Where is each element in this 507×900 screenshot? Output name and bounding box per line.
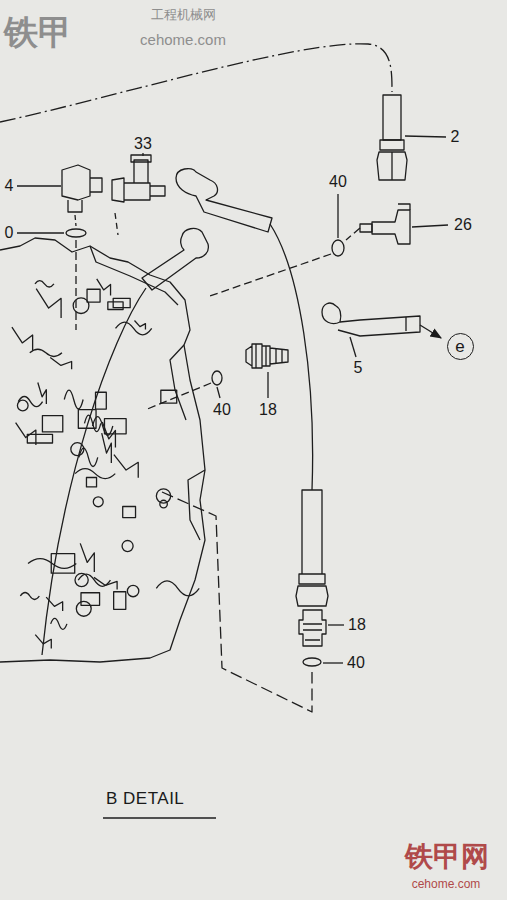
nipple-fitting (246, 344, 288, 368)
callout-number: 18 (259, 402, 277, 418)
hose-elbow (176, 169, 272, 232)
callout-number: 40 (213, 402, 231, 418)
tee-fitting (112, 155, 165, 202)
callout-number: 2 (451, 129, 460, 145)
callout-number: 4 (5, 178, 14, 194)
nipple-fitting (299, 610, 326, 646)
reference-circle: e (447, 333, 474, 360)
detail-title: B DETAIL (106, 790, 184, 807)
hose-elbow (142, 229, 208, 290)
elbow-fitting (372, 210, 410, 244)
hose-end (383, 95, 401, 140)
o-ring (332, 240, 344, 256)
callout-number: 40 (329, 174, 347, 190)
watermark: cehome.com (140, 32, 226, 47)
reference-letter: e (455, 338, 464, 355)
watermark: 铁甲网 (405, 843, 489, 871)
callout-number: 5 (354, 360, 363, 376)
callout-number: 18 (348, 617, 366, 633)
callout-number: 26 (454, 217, 472, 233)
elbow-fitting (62, 165, 102, 212)
leader-lines (17, 136, 448, 663)
watermark: cehome.com (412, 878, 481, 890)
hose-end (296, 490, 328, 606)
callout-number: 0 (5, 225, 14, 241)
watermark: 工程机械网 (151, 8, 216, 21)
watermark: 铁甲 (4, 15, 72, 49)
control-valve (0, 238, 205, 662)
bent-hose (322, 303, 420, 336)
callout-number: 33 (134, 136, 152, 152)
callout-number: 40 (347, 655, 365, 671)
